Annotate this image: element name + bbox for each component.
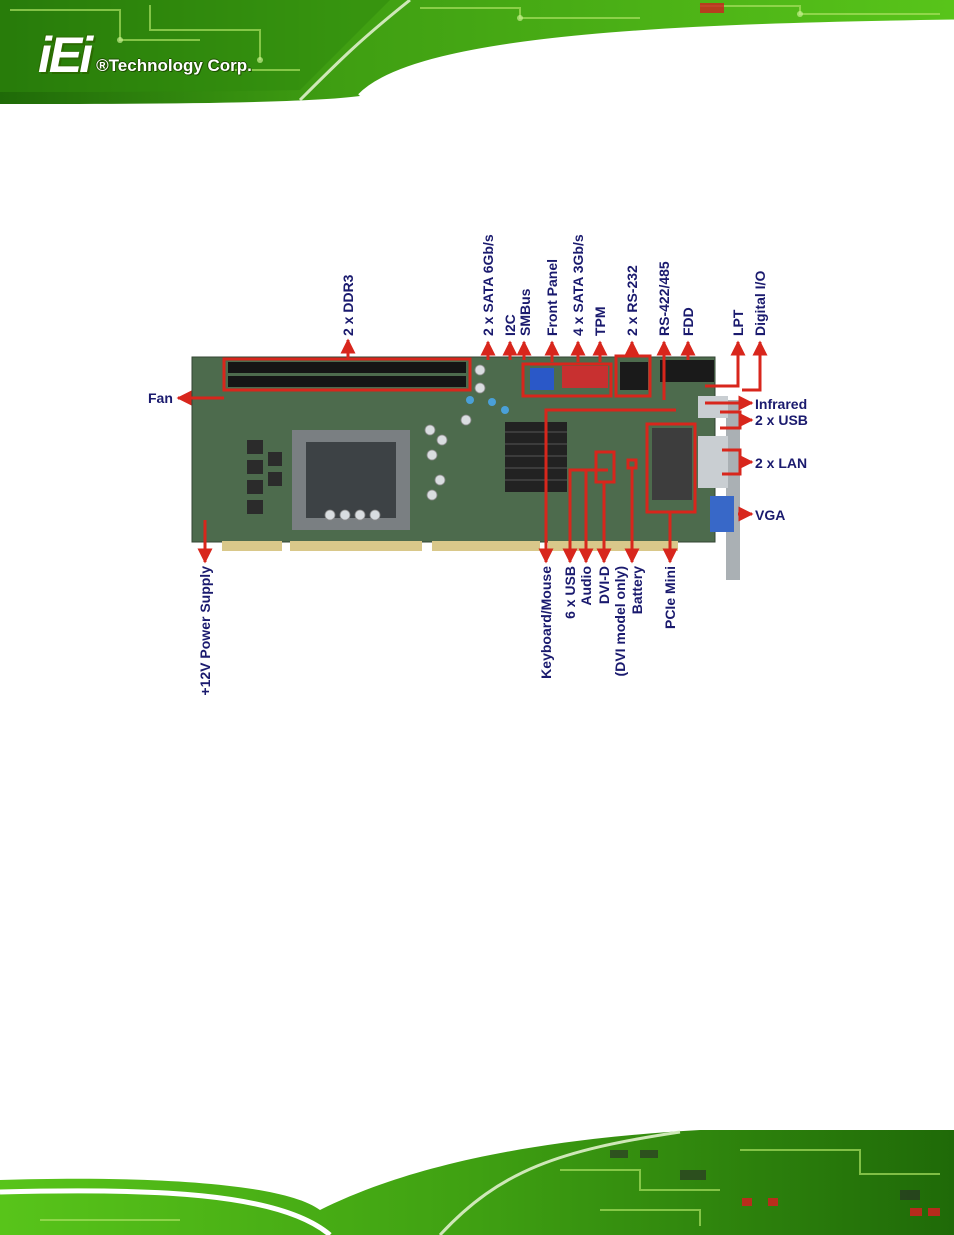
- logo-text: ®Technology Corp.: [96, 56, 252, 75]
- label-dvi: DVI-D: [596, 566, 612, 604]
- edge-connector: [432, 541, 540, 551]
- arrow-lpt: [705, 340, 746, 388]
- lan-ports: [698, 436, 728, 488]
- footer-circuit-graphic: [0, 1130, 954, 1235]
- usb-ports: [698, 396, 728, 418]
- label-vga: VGA: [755, 507, 785, 523]
- label-dvi-note: (DVI model only): [612, 566, 628, 676]
- arrow-audio: [578, 468, 608, 564]
- arrow-digital-io: [742, 340, 768, 392]
- leader-arrows: [176, 338, 768, 564]
- label-i2c: I2C: [502, 314, 518, 336]
- label-battery: Battery: [629, 566, 645, 614]
- company-logo: iEi ®Technology Corp.: [38, 28, 252, 80]
- edge-connector: [548, 541, 678, 551]
- label-fan: Fan: [148, 390, 173, 406]
- logo-mark: iEi: [38, 27, 93, 83]
- label-pcie-mini: PCIe Mini: [662, 566, 678, 629]
- edge-connector: [290, 541, 422, 551]
- arrow-lan: [722, 448, 754, 470]
- label-power: +12V Power Supply: [197, 566, 213, 696]
- io-bracket: [726, 400, 740, 580]
- arrow-keyboard: [538, 408, 676, 564]
- vga-port: [710, 496, 734, 532]
- header-circuit-graphic: [0, 0, 954, 112]
- cpu-socket-pins: [306, 442, 396, 518]
- label-rs422: RS-422/485: [656, 261, 672, 336]
- dimm-slot: [228, 362, 466, 373]
- label-fdd: FDD: [680, 307, 696, 336]
- page-footer: [0, 1130, 954, 1235]
- dimm-slot: [228, 376, 466, 387]
- label-rs232: 2 x RS-232: [624, 265, 640, 336]
- label-infrared: Infrared: [755, 396, 807, 412]
- label-usb6: 6 x USB: [562, 566, 578, 619]
- label-usb2: 2 x USB: [755, 412, 808, 428]
- label-lpt: LPT: [730, 309, 746, 336]
- sata-3gb-connector: [562, 366, 608, 388]
- motherboard-image: [191, 356, 740, 580]
- label-lan: 2 x LAN: [755, 455, 807, 471]
- edge-connector: [222, 541, 282, 551]
- sata-highlight: [521, 362, 613, 398]
- label-sata3: 4 x SATA 3Gb/s: [570, 234, 586, 336]
- label-digital-io: Digital I/O: [752, 271, 768, 336]
- ddr3-highlight: [222, 357, 472, 392]
- pcie-mini-slot: [652, 428, 692, 500]
- arrow-usb2-branch: [720, 420, 742, 430]
- label-ddr3: 2 x DDR3: [340, 274, 356, 336]
- label-smbus: SMBus: [517, 288, 533, 336]
- label-tpm: TPM: [592, 306, 608, 336]
- label-audio: Audio: [578, 566, 594, 606]
- fdd-connector: [660, 360, 714, 382]
- label-front-panel: Front Panel: [544, 259, 560, 336]
- label-sata6: 2 x SATA 6Gb/s: [480, 234, 496, 336]
- rs232-header: [620, 362, 648, 390]
- label-keyboard: Keyboard/Mouse: [538, 566, 554, 679]
- page-header: iEi ®Technology Corp.: [0, 0, 954, 112]
- arrow-lan-branch: [722, 462, 742, 476]
- sata-6gb-connector: [530, 368, 554, 390]
- arrow-usb2: [720, 410, 754, 428]
